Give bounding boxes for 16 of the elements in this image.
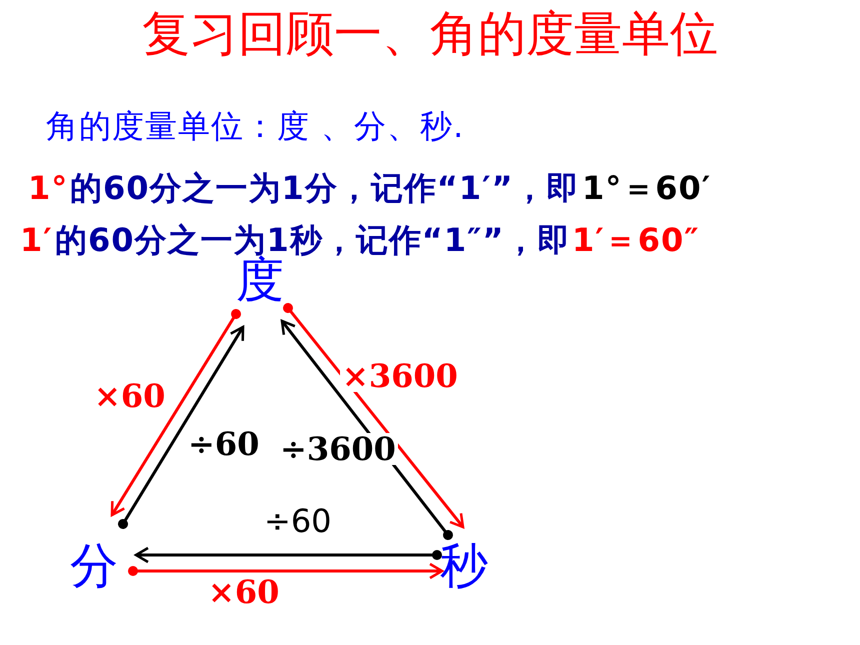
text-label: 1′ (20, 224, 53, 256)
arrow (283, 303, 464, 528)
text-label: 1°＝60′ (582, 172, 712, 204)
text-label: 的60分之一为1秒，记作“1″”，即 (55, 224, 570, 256)
title: 复习回顾一、角的度量单位 (141, 10, 719, 58)
arrow (110, 309, 241, 516)
unit-label: 秒 (440, 542, 488, 590)
text-label: 1° (28, 172, 68, 204)
unit-label: 分 (70, 542, 118, 590)
arrow (128, 562, 444, 580)
text-label: 1′＝60″ (572, 224, 700, 256)
text-label: 角的度量单位：度 、分、秒. (46, 110, 464, 142)
arrow (134, 546, 442, 564)
arrow (118, 326, 244, 529)
text-label: 的60分之一为1分，记作“1′”，即 (70, 172, 580, 204)
unit-label: 度 (236, 256, 284, 304)
